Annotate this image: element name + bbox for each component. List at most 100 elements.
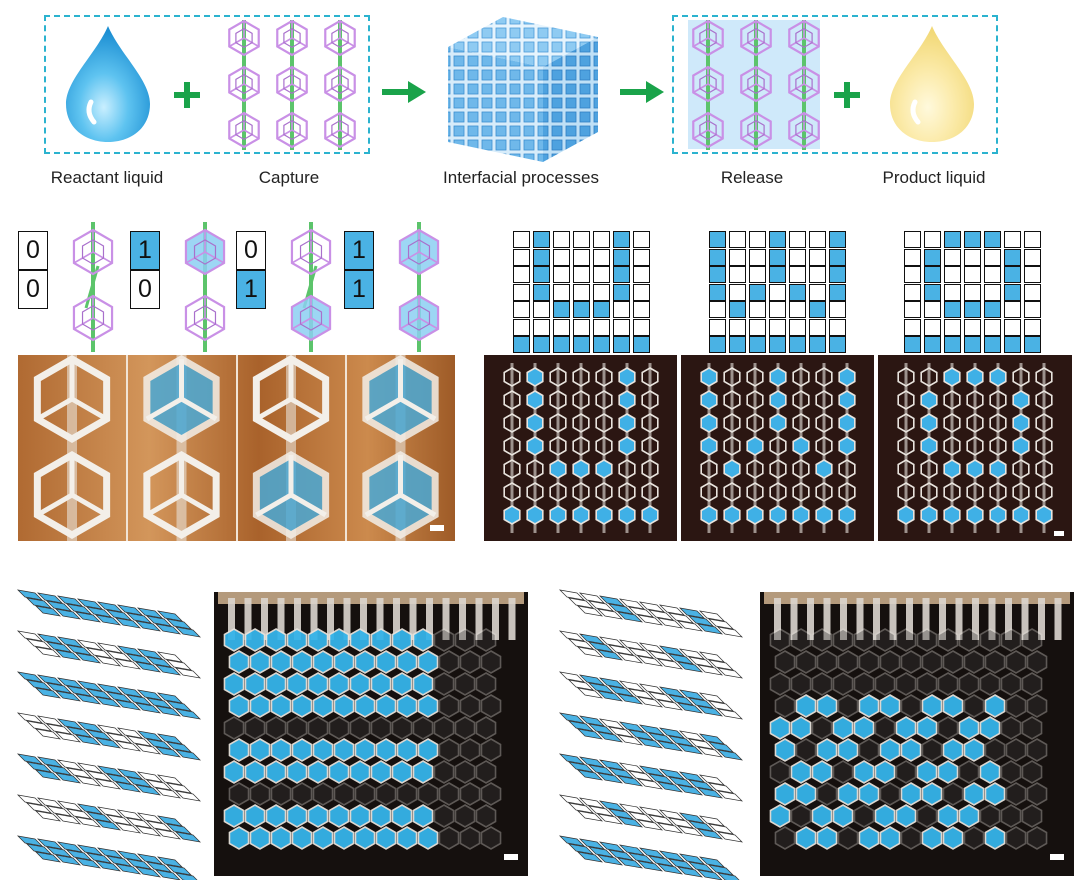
empty-cube (595, 436, 613, 456)
pattern-cell (1024, 301, 1041, 318)
filled-cube (370, 672, 392, 696)
pattern-cell (633, 266, 650, 283)
empty-cube (328, 716, 350, 740)
bottom-cube (184, 294, 226, 342)
filled-cube (618, 505, 636, 525)
pattern-cell (709, 318, 726, 336)
empty-cube (774, 650, 796, 674)
pattern-cell (553, 248, 570, 266)
filled-cube (412, 804, 434, 828)
filled-cube (963, 782, 985, 806)
empty-cube (480, 782, 502, 806)
pattern-cell (513, 283, 530, 301)
pattern-cell (1024, 231, 1041, 248)
filled-cube (879, 826, 901, 850)
bit-cell-diagram (184, 222, 226, 352)
empty-cube (900, 694, 922, 718)
filled-cube (354, 738, 376, 762)
filled-cube (291, 738, 313, 762)
filled-cube (549, 459, 567, 479)
pattern-cell (984, 283, 1001, 301)
empty-cube (723, 413, 741, 433)
filled-cube (333, 826, 355, 850)
empty-cube (723, 482, 741, 502)
pattern-cell (809, 248, 826, 266)
layer-sheet (558, 630, 744, 679)
filled-cube (312, 738, 334, 762)
empty-cube (438, 826, 460, 850)
empty-cube (333, 782, 355, 806)
filled-cube (375, 650, 397, 674)
pattern-cell (709, 248, 726, 266)
filled-cube (943, 367, 961, 387)
pattern-cell (984, 301, 1001, 318)
empty-cube (723, 367, 741, 387)
empty-cube (1035, 482, 1053, 502)
pattern-cell (1004, 283, 1021, 301)
pattern-cell (729, 318, 746, 336)
filled-cube (526, 436, 544, 456)
empty-cube (943, 413, 961, 433)
scale-bar (430, 525, 444, 531)
pattern-cell (964, 301, 981, 318)
empty-cube (838, 482, 856, 502)
empty-cube (897, 459, 915, 479)
filled-cube (795, 782, 817, 806)
filled-cube (265, 672, 287, 696)
top-cube (184, 228, 226, 276)
empty-cube (984, 738, 1006, 762)
empty-cube (1000, 716, 1022, 740)
filled-cube (895, 716, 917, 740)
lattice-cube (692, 20, 724, 57)
empty-cube (595, 367, 613, 387)
empty-cube (815, 367, 833, 387)
empty-cube (895, 760, 917, 784)
filled-cube (937, 804, 959, 828)
filled-cube (700, 413, 718, 433)
reactant-drop-icon (66, 26, 150, 142)
pattern-cell (1004, 301, 1021, 318)
empty-cube (572, 482, 590, 502)
empty-cube (700, 459, 718, 479)
filled-cube (223, 672, 245, 696)
empty-cube (33, 450, 111, 540)
empty-cube (475, 716, 497, 740)
pattern-cell (709, 283, 726, 301)
empty-cube (526, 459, 544, 479)
pattern-cell (553, 318, 570, 336)
filled-cube (989, 459, 1007, 479)
filled-cube (853, 760, 875, 784)
plus-icon (834, 82, 860, 108)
pattern-cell (809, 336, 826, 353)
pattern-cell (924, 301, 941, 318)
pattern-cell (904, 301, 921, 318)
filled-cube (618, 413, 636, 433)
pattern-cell (729, 336, 746, 353)
filled-cube (270, 694, 292, 718)
empty-cube (480, 826, 502, 850)
filled-cube (1012, 505, 1030, 525)
layer-sheet (16, 712, 202, 761)
capture-lattice-diagram (228, 20, 356, 150)
lattice-photo-left (214, 592, 528, 876)
filled-cube (249, 694, 271, 718)
filled-cube (769, 390, 787, 410)
pattern-cell (829, 283, 846, 301)
empty-cube (832, 628, 854, 652)
empty-cube (963, 826, 985, 850)
pattern-cell (573, 266, 590, 283)
filled-cube (769, 505, 787, 525)
layer-sheet (558, 589, 744, 638)
filled-cube (265, 804, 287, 828)
filled-cube (790, 760, 812, 784)
top-cube (72, 228, 114, 276)
filled-cube (942, 738, 964, 762)
reactant-liquid-label: Reactant liquid (50, 168, 164, 187)
pattern-cell (1004, 248, 1021, 266)
lattice-cube (228, 20, 260, 57)
lattice-cube (324, 65, 356, 103)
empty-cube (33, 355, 111, 444)
empty-cube (454, 760, 476, 784)
empty-cube (503, 367, 521, 387)
layer-stack-diagram (558, 589, 744, 880)
